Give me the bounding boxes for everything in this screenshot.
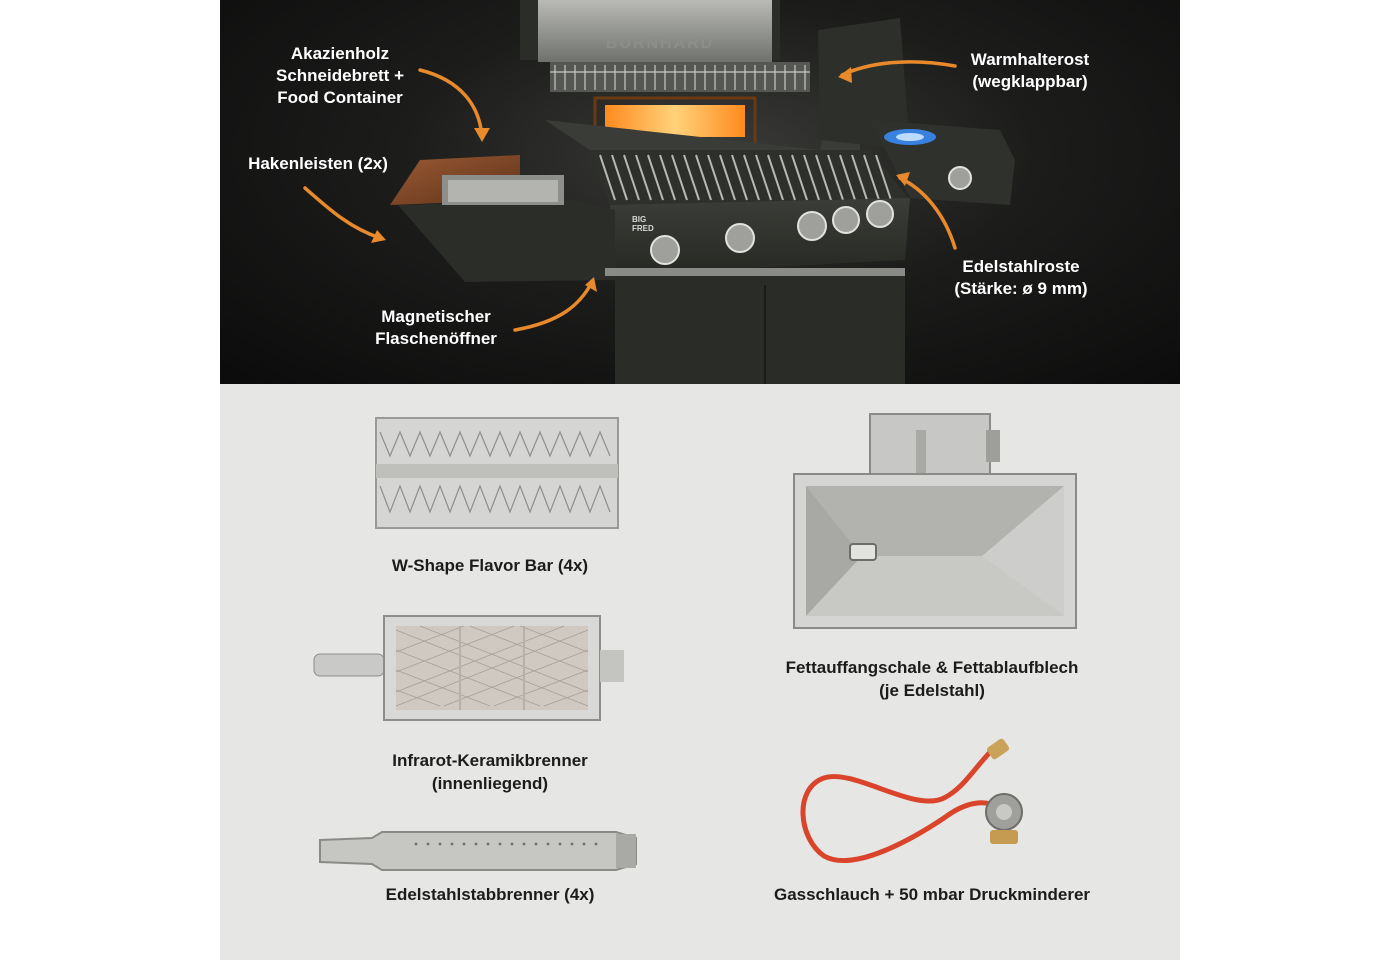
- callout-bottle-opener-line-1: Magnetischer: [381, 307, 491, 326]
- callout-grates-line-1: Edelstahlroste: [962, 257, 1080, 276]
- grill-hero-section: BURNHARD: [220, 0, 1180, 384]
- callout-warming-rack-line-2: (wegklappbar): [972, 72, 1088, 91]
- grill-illustration: BURNHARD: [303, 0, 1015, 384]
- callout-cutting-board-line-1: Akazienholz: [290, 44, 390, 63]
- flavor-bar-illustration: [375, 417, 619, 529]
- callout-grates: Edelstahlroste (Stärke: ø 9 mm): [946, 256, 1096, 300]
- caption-infrared-burner-line-2: (innenliegend): [431, 774, 549, 793]
- caption-infrared-burner-line-1: Infrarot-Keramikbrenner: [392, 751, 588, 770]
- caption-grease-tray-line-2: (je Edelstahl): [879, 681, 985, 700]
- caption-rod-burner-text: Edelstahlstabbrenner (4x): [385, 885, 595, 904]
- grease-tray-illustration: [793, 413, 1077, 629]
- caption-grease-tray: Fettauffangschale & Fettablaufblech (je …: [752, 656, 1112, 702]
- callout-warming-rack-line-1: Warmhalterost: [970, 50, 1090, 69]
- callout-grates-line-2: (Stärke: ø 9 mm): [954, 279, 1088, 298]
- caption-gas-hose-text: Gasschlauch + 50 mbar Druckminderer: [773, 885, 1091, 904]
- caption-flavor-bar-text: W-Shape Flavor Bar (4x): [391, 556, 589, 575]
- callout-hook-rails: Hakenleisten (2x): [240, 153, 396, 175]
- caption-gas-hose: Gasschlauch + 50 mbar Druckminderer: [752, 883, 1112, 906]
- badge-line-2: FRED: [632, 224, 654, 233]
- badge-line-1: BIG: [632, 215, 646, 224]
- callout-bottle-opener: Magnetischer Flaschenöffner: [366, 306, 506, 350]
- callout-cutting-board-line-3: Food Container: [277, 88, 403, 107]
- caption-grease-tray-line-1: Fettauffangschale & Fettablaufblech: [785, 658, 1079, 677]
- callout-warming-rack: Warmhalterost (wegklappbar): [950, 49, 1110, 93]
- parts-section: W-Shape Flavor Bar (4x) Infrarot-Keramik…: [220, 384, 1180, 960]
- gas-hose-illustration: [800, 738, 1023, 863]
- callout-cutting-board: Akazienholz Schneidebrett + Food Contain…: [270, 43, 410, 109]
- infrared-burner-illustration: [313, 615, 624, 721]
- callout-hook-rails-text: Hakenleisten (2x): [248, 154, 388, 173]
- caption-flavor-bar: W-Shape Flavor Bar (4x): [360, 554, 620, 577]
- caption-rod-burner: Edelstahlstabbrenner (4x): [360, 883, 620, 906]
- callout-bottle-opener-line-2: Flaschenöffner: [375, 329, 497, 348]
- lid-brand: BURNHARD: [606, 35, 714, 52]
- caption-infrared-burner: Infrarot-Keramikbrenner (innenliegend): [360, 749, 620, 795]
- rod-burner-illustration: [319, 831, 637, 871]
- callout-cutting-board-line-2: Schneidebrett +: [275, 66, 404, 85]
- product-feature-graphic: BURNHARD: [220, 0, 1180, 960]
